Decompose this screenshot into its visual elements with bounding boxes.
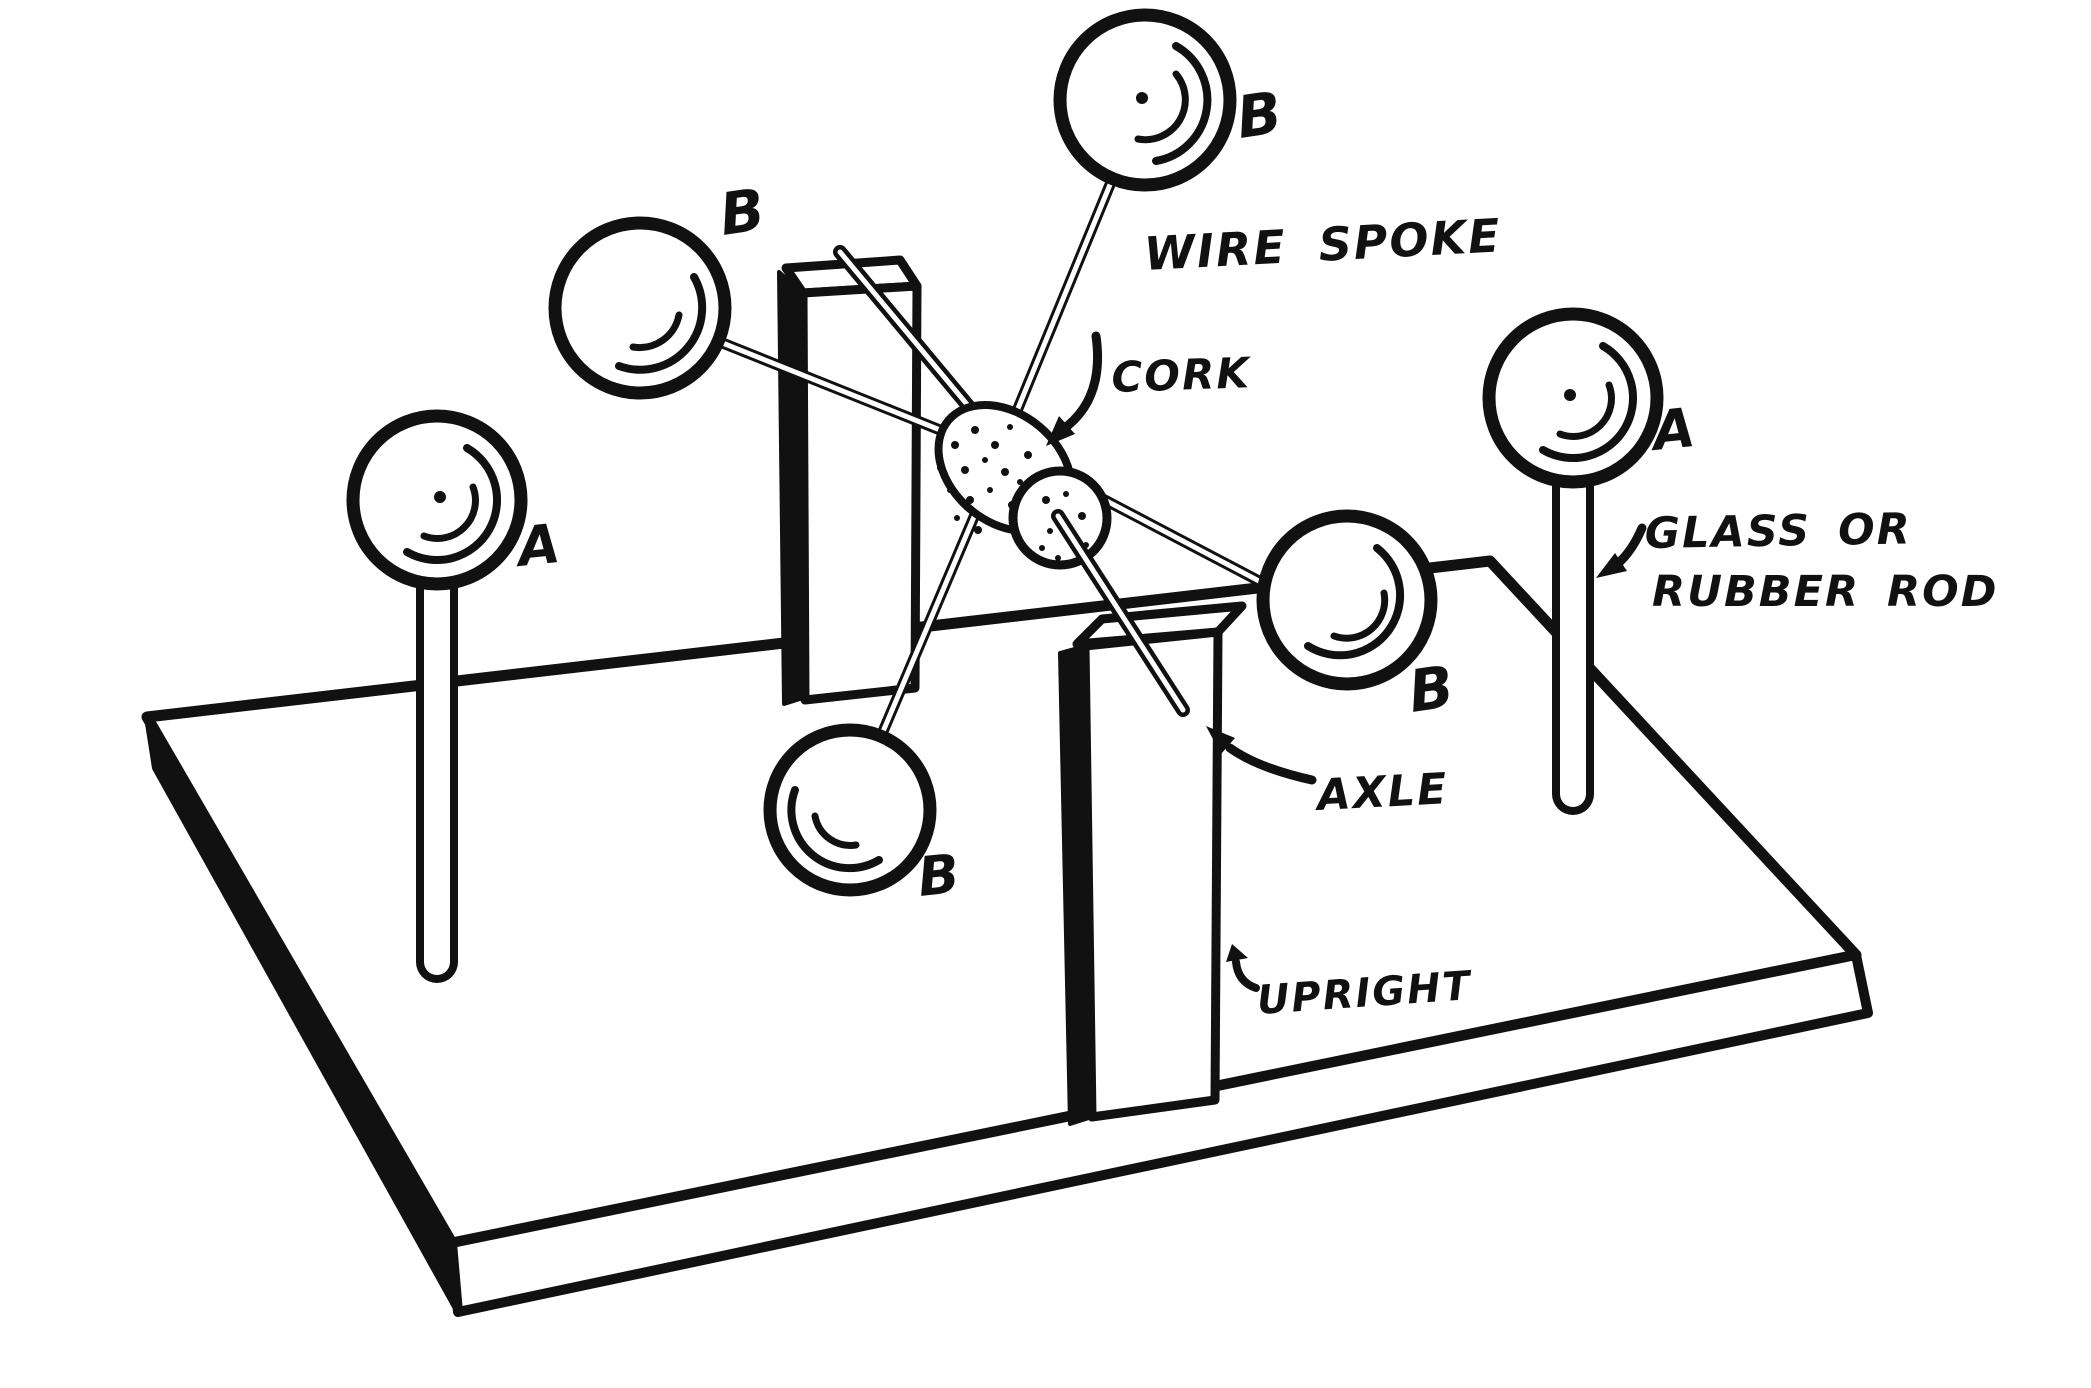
label-glass-or: GLASS OR — [1644, 504, 1912, 559]
letter-ball-bottom: B — [915, 842, 963, 909]
ball-center-dot — [434, 491, 446, 503]
letter-ball-left: A — [511, 512, 563, 579]
base-board — [141, 555, 1873, 1317]
axle-arrow — [1206, 726, 1317, 785]
ball-top-b — [1053, 8, 1237, 192]
cork-arrow — [1046, 331, 1103, 446]
glass-rod-arrow — [1596, 523, 1647, 578]
ball-upper-left-b — [548, 216, 732, 400]
wire-spoke-right — [1074, 481, 1286, 598]
wire-spoke-top — [999, 164, 1122, 446]
ball-far-right-a — [1482, 307, 1664, 489]
ball-center-dot — [1136, 92, 1148, 104]
base-left-edge — [144, 714, 461, 1315]
letter-ball-right: B — [1404, 652, 1457, 725]
label-cork: CORK — [1111, 348, 1253, 402]
ball-bottom-b — [763, 723, 937, 897]
wire-spoke-bottom — [870, 492, 988, 754]
axle-rod-lower — [1051, 509, 1190, 717]
upright-right — [1058, 601, 1247, 1126]
letter-ball-top: B — [1232, 78, 1285, 151]
wire-spoke-upper-left — [704, 332, 971, 446]
ball-left-a — [346, 409, 528, 591]
letter-ball-upper-left: B — [715, 175, 768, 248]
upright-arrow — [1226, 944, 1260, 992]
ball-right-b — [1256, 509, 1438, 691]
label-axle: AXLE — [1313, 764, 1450, 821]
label-rubber-rod: RUBBER ROD — [1652, 567, 1998, 617]
letter-ball-far-right: A — [1646, 396, 1698, 463]
label-wire-spoke: WIRE SPOKE — [1143, 208, 1503, 281]
ball-center-dot — [1564, 389, 1576, 401]
